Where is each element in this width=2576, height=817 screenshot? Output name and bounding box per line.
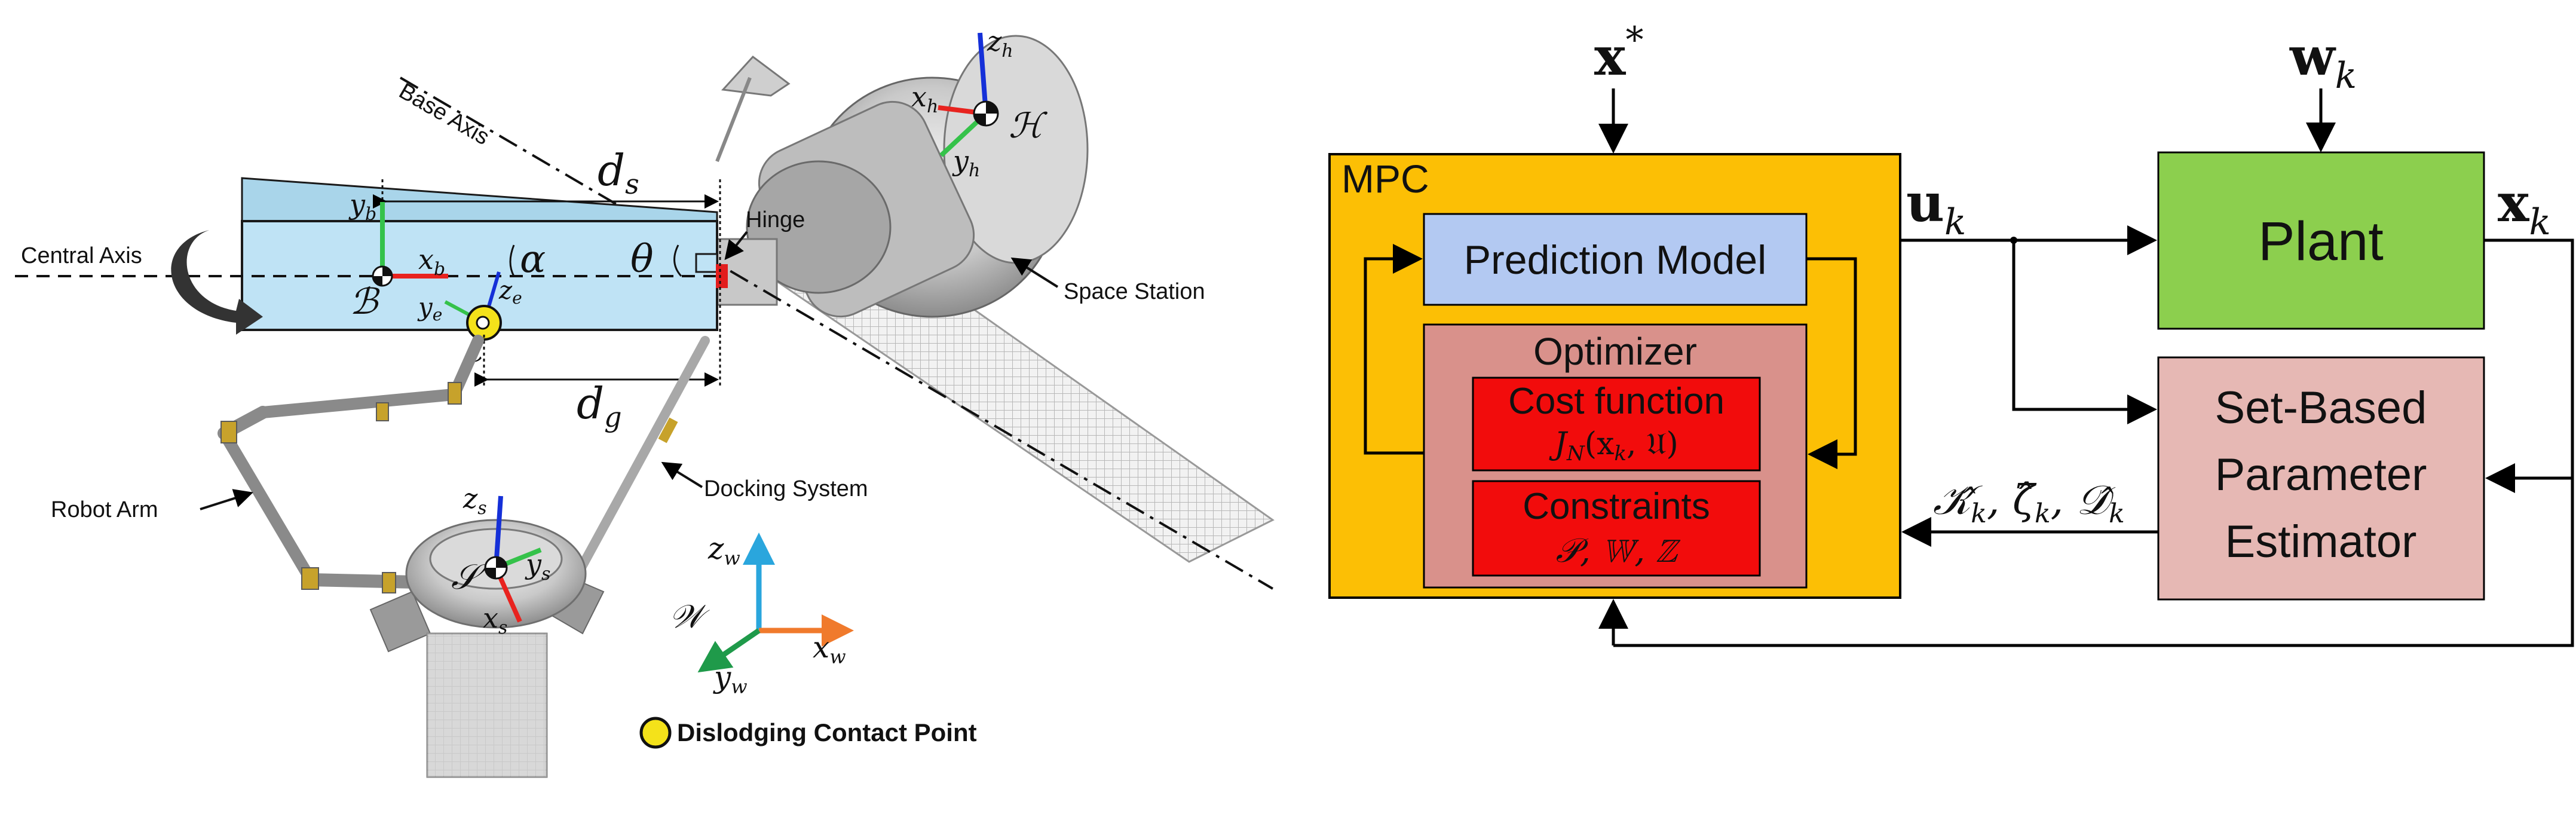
state-feedback-line: [1613, 238, 2574, 647]
docking-system-label: Docking System: [704, 476, 868, 501]
hinge-pointer: [724, 231, 748, 261]
mpc-block-diagram: MPC Prediction Model Optimizer Cost func…: [1328, 19, 2574, 647]
contact-point-legend-label: Dislodging Contact Point: [677, 718, 977, 746]
central-axis-label: Central Axis: [21, 243, 142, 268]
constraints-label: Constraints: [1523, 486, 1710, 527]
zh-axis: [978, 32, 988, 114]
theta-arc: [673, 244, 682, 277]
robot-arm-joints: [220, 382, 462, 593]
yw-axis: [697, 628, 761, 673]
robot-arm-pointer: [200, 489, 253, 510]
cost-function-box: [1472, 377, 1761, 472]
prediction-to-optimizer-arrow: [1806, 257, 1857, 469]
zh-label: zh: [987, 25, 1013, 62]
ds-symbol: ds: [598, 145, 639, 200]
optimizer-to-prediction-arrow: [1364, 244, 1424, 455]
base-axis-label: Base Axis: [395, 78, 494, 150]
xs-label: xs: [483, 602, 507, 638]
rotation-arrow: [171, 230, 263, 335]
estimator-box: [2157, 356, 2485, 601]
estimator-label-line3: Estimator: [2225, 516, 2417, 567]
plant-label: Plant: [2258, 211, 2384, 272]
alpha-arc: [509, 244, 515, 277]
hinge-marker: [716, 264, 728, 288]
theta-symbol: θ: [630, 237, 654, 281]
prediction-model-box: [1423, 213, 1808, 306]
reference-signal-label: x*: [1594, 19, 1643, 87]
space-station-pointer: [1010, 257, 1059, 288]
servicer-spacecraft: [369, 519, 605, 778]
panel-hinge-neck: [695, 253, 718, 273]
state-signal-label: xk: [2498, 172, 2551, 243]
space-station-body: [704, 35, 1089, 318]
disturbance-signal-label: wk: [2289, 25, 2357, 97]
control-signal-label: uk: [1906, 172, 1966, 243]
space-station-label: Space Station: [1064, 279, 1205, 304]
space-robot-scene: Base Axis Central Axis Hinge ds θ α ℬ: [15, 25, 1275, 778]
xw-label: xw: [813, 630, 846, 668]
yw-label: yw: [713, 660, 748, 698]
estimates-label: 𝒦̂k, ζ̂k, 𝒟̂k: [1933, 477, 2125, 529]
yh-label: yh: [952, 145, 980, 181]
frame-w-label: 𝒲: [669, 598, 710, 635]
dg-symbol: dg: [577, 378, 622, 433]
frame-b-label: ℬ: [350, 281, 380, 323]
frame-h-label: ℋ: [1009, 105, 1048, 146]
control-to-estimator-arrow: [2012, 240, 2157, 424]
alpha-symbol: α: [520, 237, 546, 281]
contact-point-legend-icon: [639, 717, 672, 749]
base-axis-line: [399, 77, 1274, 590]
xb-label: xb: [418, 243, 445, 280]
zw-label: zw: [707, 531, 740, 570]
estimator-label-line2: Parameter: [2215, 449, 2427, 500]
cost-function-label: Cost function: [1508, 381, 1725, 422]
constraints-box: [1472, 480, 1761, 577]
mpc-label: MPC: [1341, 157, 1429, 201]
optimizer-label: Optimizer: [1533, 330, 1697, 373]
estimator-label-line1: Set-Based: [2215, 383, 2427, 433]
prediction-model-label: Prediction Model: [1464, 237, 1766, 283]
constraints-expression: 𝒫, 𝕎, ℤ: [1556, 531, 1681, 570]
docking-system-pointer: [661, 461, 703, 488]
hinge-label: Hinge: [746, 207, 805, 232]
ye-label: ye: [417, 292, 442, 325]
robot-arm-label: Robot Arm: [51, 497, 158, 522]
xh-label: xh: [911, 81, 938, 117]
panel-top-face: [241, 177, 718, 222]
docking-system: [557, 336, 710, 608]
ze-label: ze: [498, 276, 522, 308]
ys-label: ys: [525, 548, 550, 585]
yb-label: yb: [348, 188, 376, 225]
zs-axis: [494, 495, 503, 568]
zs-label: zs: [462, 482, 487, 519]
